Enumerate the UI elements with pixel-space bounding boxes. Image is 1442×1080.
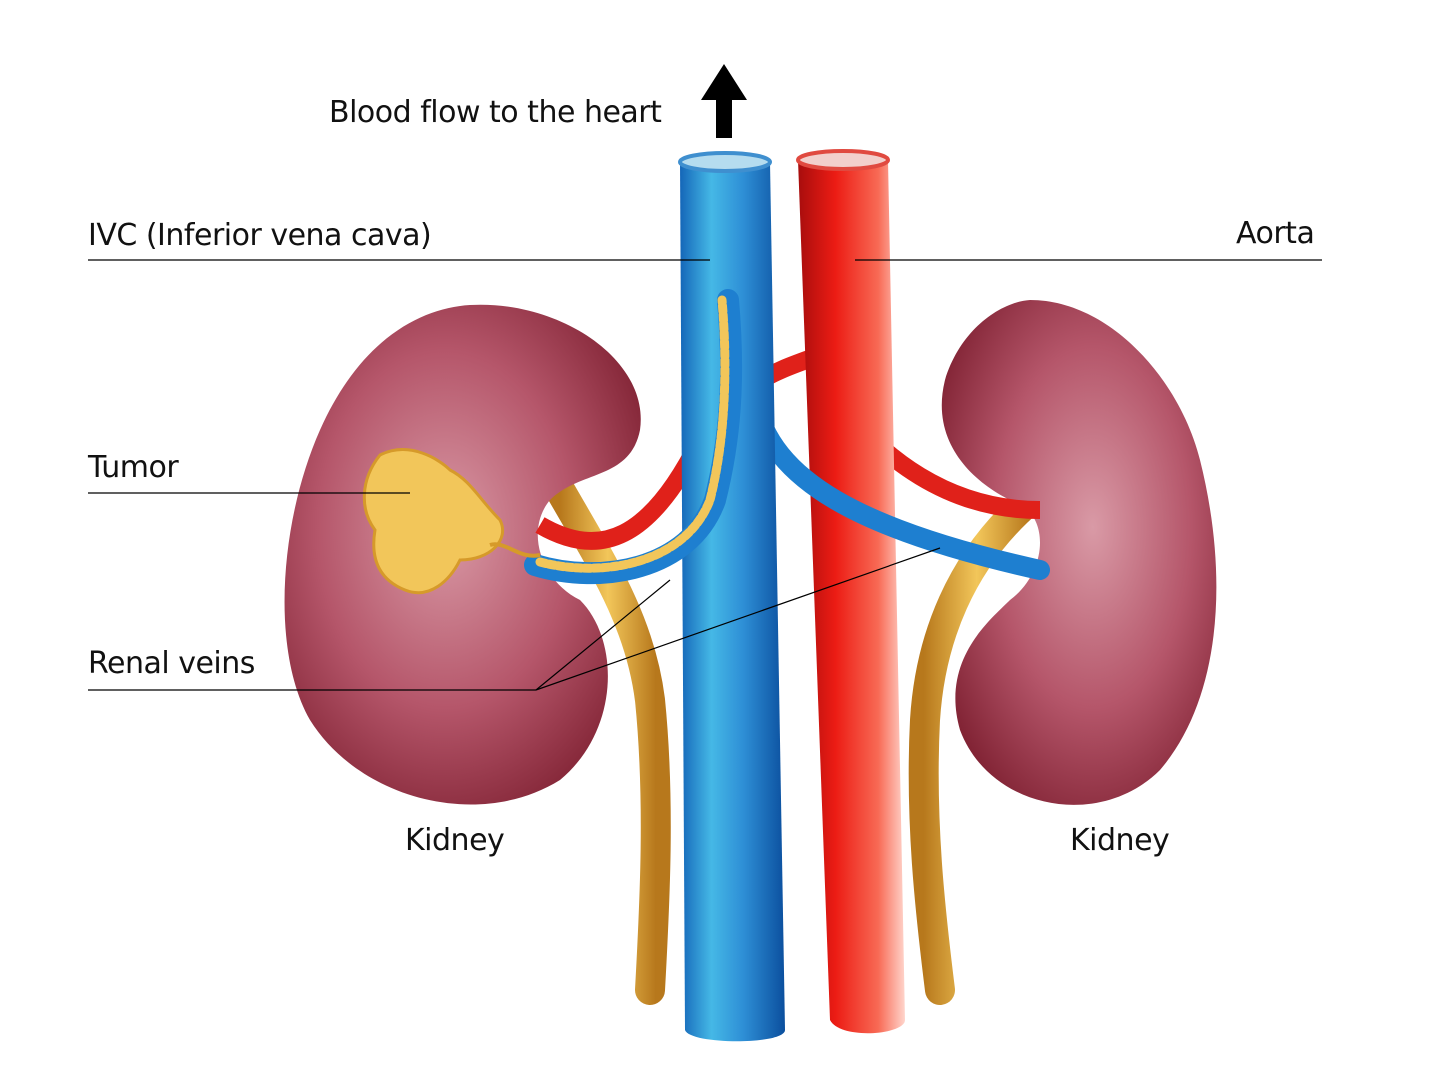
label-renal-veins: Renal veins xyxy=(88,646,255,681)
tumor xyxy=(362,448,504,595)
left-renal-vein xyxy=(524,289,743,585)
leader-lines xyxy=(88,259,1322,691)
label-ivc: IVC (Inferior vena cava) xyxy=(88,218,432,253)
label-aorta: Aorta xyxy=(1236,216,1315,251)
inferior-vena-cava xyxy=(680,162,785,1042)
label-kidney-left: Kidney xyxy=(405,823,505,858)
right-kidney xyxy=(941,300,1217,805)
arrow-up-icon xyxy=(701,64,747,138)
label-tumor: Tumor xyxy=(88,450,179,485)
label-kidney-right: Kidney xyxy=(1070,823,1170,858)
aorta xyxy=(798,160,905,1034)
label-blood-flow: Blood flow to the heart xyxy=(329,95,662,130)
